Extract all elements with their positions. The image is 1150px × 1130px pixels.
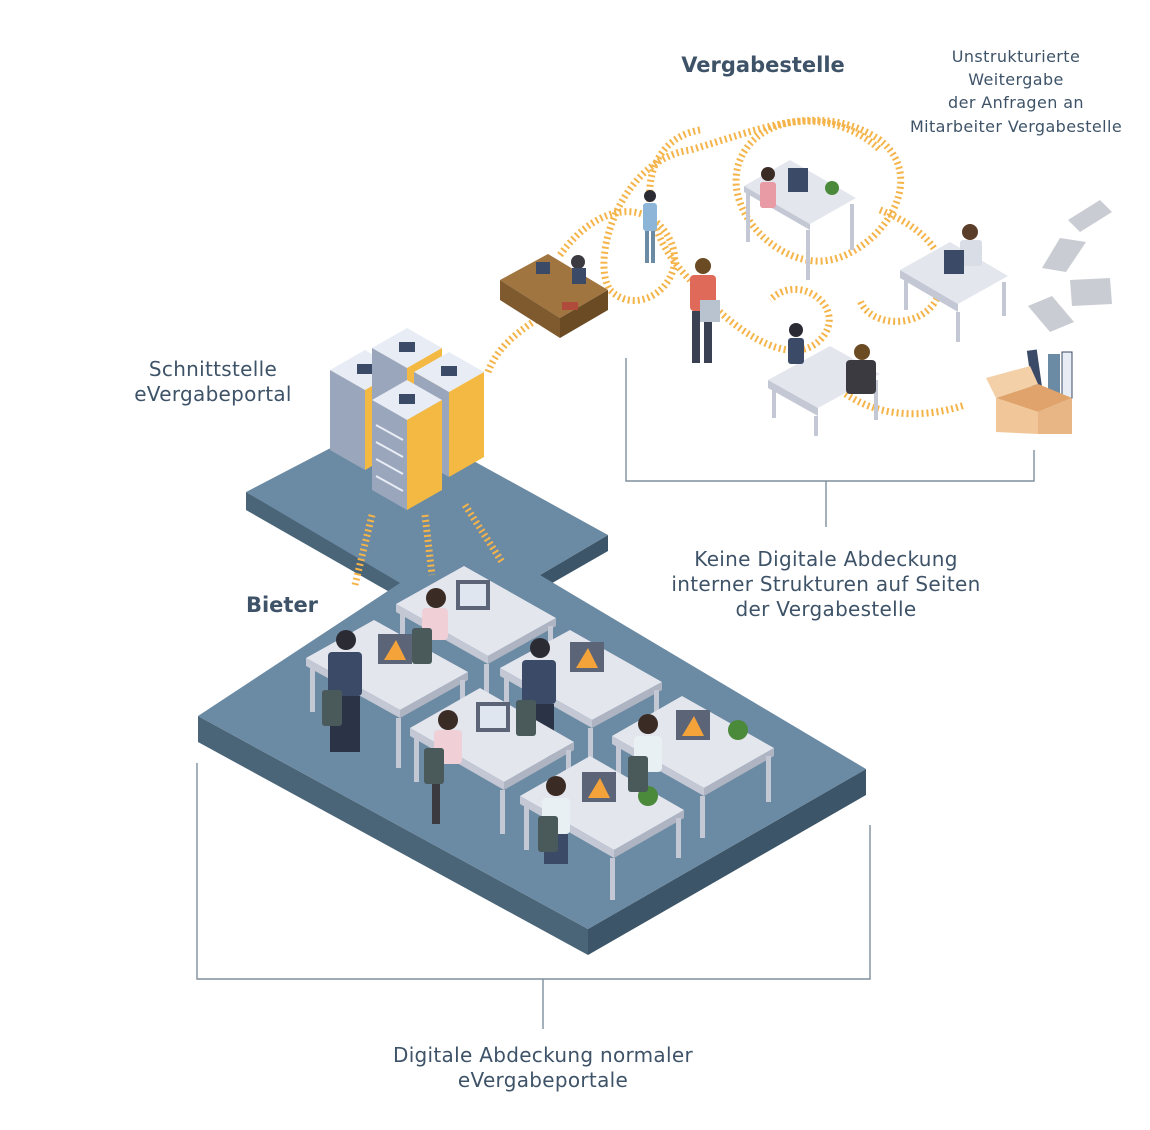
vergabestelle-office: [643, 160, 1112, 436]
label-vergabestelle: Vergabestelle: [681, 53, 845, 77]
label-schnittstelle: Schnittstelle eVergabeportal: [134, 357, 292, 406]
server-racks: [330, 328, 484, 510]
label-bieter: Bieter: [245, 593, 319, 617]
reception-desk: [500, 254, 608, 338]
label-digitale-abdeckung: Digitale Abdeckung normaler eVergabeport…: [393, 1043, 693, 1092]
label-unstrukturierte-weitergabe: Unstrukturierte Weitergabe der Anfragen …: [909, 47, 1123, 136]
bieter-desks: [306, 566, 774, 900]
bracket-bieter: [196, 763, 871, 1029]
label-keine-digitale-abdeckung: Keine Digitale Abdeckung interner Strukt…: [671, 547, 981, 621]
bracket-vergabestelle: [625, 358, 1035, 527]
